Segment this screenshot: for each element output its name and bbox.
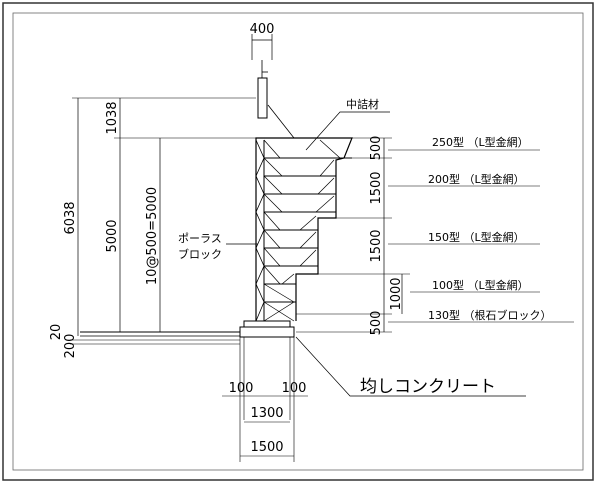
dim-right-1000: 1000 bbox=[389, 277, 404, 310]
dim-base-20: 20 bbox=[49, 324, 64, 341]
dim-left-100: 100 bbox=[229, 381, 254, 396]
label-type-150: 150型 （L型金網） bbox=[428, 230, 525, 244]
label-type-130: 130型 （根石ブロック） bbox=[428, 308, 552, 322]
label-type-100: 100型 （L型金網） bbox=[432, 278, 529, 292]
label-fill-material: 中詰材 bbox=[346, 97, 379, 111]
label-type-200: 200型 （L型金網） bbox=[428, 172, 525, 186]
dim-right-100: 100 bbox=[282, 381, 307, 396]
dim-base-200: 200 bbox=[63, 334, 78, 359]
label-leveling-concrete: 均しコンクリート bbox=[360, 377, 496, 397]
inner-border bbox=[12, 12, 584, 471]
leveling-concrete-slab bbox=[239, 326, 295, 338]
dim-top-width: 400 bbox=[250, 22, 275, 37]
dim-total-height: 6038 bbox=[63, 201, 78, 234]
top-post bbox=[257, 77, 268, 119]
dim-top-part: 1038 bbox=[105, 101, 120, 134]
dim-right-1500-a: 1500 bbox=[369, 171, 384, 204]
fill-slope bbox=[267, 104, 295, 139]
dim-width-1500: 1500 bbox=[250, 440, 283, 455]
dim-right-1500-b: 1500 bbox=[369, 229, 384, 262]
dim-right-500-bottom: 500 bbox=[369, 311, 384, 336]
fill-material-leader bbox=[305, 111, 390, 151]
outer-border bbox=[2, 2, 594, 481]
label-type-250: 250型 （L型金網） bbox=[432, 135, 529, 149]
dim-block-spacing: 10@500=5000 bbox=[145, 187, 160, 285]
label-porous-block-2: ブロック bbox=[178, 247, 222, 261]
label-porous-block-1: ポーラス bbox=[178, 232, 222, 245]
wall-outline bbox=[255, 137, 353, 321]
dim-width-1300: 1300 bbox=[250, 406, 283, 421]
block-zigzag bbox=[255, 139, 265, 322]
dim-right-500-top: 500 bbox=[369, 136, 384, 161]
leveling-concrete-leader bbox=[295, 336, 526, 397]
dim-main-height: 5000 bbox=[105, 219, 120, 252]
base-pad bbox=[243, 320, 291, 328]
